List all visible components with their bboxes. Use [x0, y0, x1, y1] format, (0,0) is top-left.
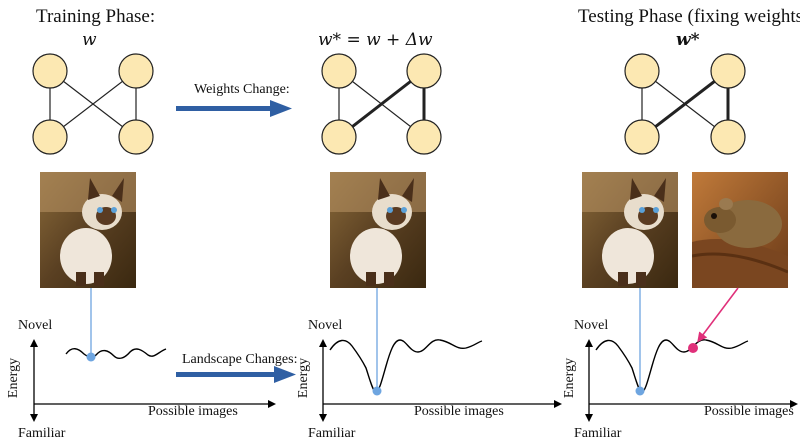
energy-point-2	[372, 386, 382, 396]
energy-axes-3	[585, 339, 798, 422]
axis-x-label-2: Possible images	[414, 404, 504, 419]
network-updated	[321, 53, 442, 155]
energy-axes-1	[30, 339, 276, 422]
node-3b	[710, 53, 746, 89]
energy-axes-2	[319, 339, 562, 422]
axis-novel-label-1: Novel	[18, 318, 53, 333]
energy-curve-1	[65, 348, 167, 360]
weights-change-arrow	[176, 100, 292, 117]
node-3a	[624, 53, 660, 89]
axis-novel-label-2: Novel	[308, 318, 343, 333]
weight-label-updated: w* = w + Δw	[318, 30, 433, 50]
node-2a	[321, 53, 357, 89]
landscape-changes-label: Landscape Changes:	[182, 352, 298, 367]
mouse-photo-testing	[692, 172, 788, 288]
axis-familiar-label-3: Familiar	[574, 426, 622, 441]
pink-pointer-arrow	[697, 287, 739, 343]
node-3c	[624, 119, 660, 155]
node-2b	[406, 53, 442, 89]
weight-label-fixed: w*	[676, 30, 700, 50]
energy-curve-3	[595, 339, 749, 393]
landscape-changes-arrow	[176, 366, 296, 383]
axis-familiar-label-1: Familiar	[18, 426, 66, 441]
weight-formula: w* = w + Δw	[318, 30, 433, 50]
energy-point-novel	[688, 343, 698, 353]
node-1d	[118, 119, 154, 155]
node-1c	[32, 119, 68, 155]
node-1b	[118, 53, 154, 89]
energy-point-1	[86, 352, 96, 362]
cat-photo-testing	[582, 172, 678, 288]
weights-change-label: Weights Change:	[194, 82, 290, 97]
training-phase-title: Training Phase:	[36, 6, 156, 27]
cat-photo-updated	[330, 172, 426, 288]
network-training	[32, 53, 154, 155]
axis-familiar-label-2: Familiar	[308, 426, 356, 441]
node-2c	[321, 119, 357, 155]
energy-point-3	[635, 386, 645, 396]
axis-x-label-3: Possible images	[704, 404, 794, 419]
node-1a	[32, 53, 68, 89]
weight-label-w: w	[82, 30, 97, 50]
energy-curve-2	[329, 339, 483, 393]
node-3d	[710, 119, 746, 155]
node-2d	[406, 119, 442, 155]
testing-phase-title: Testing Phase (fixing weights):	[578, 6, 800, 27]
axis-novel-label-3: Novel	[574, 318, 609, 333]
cat-photo-training	[40, 172, 136, 288]
axis-x-label-1: Possible images	[148, 404, 238, 419]
network-testing	[624, 53, 746, 155]
